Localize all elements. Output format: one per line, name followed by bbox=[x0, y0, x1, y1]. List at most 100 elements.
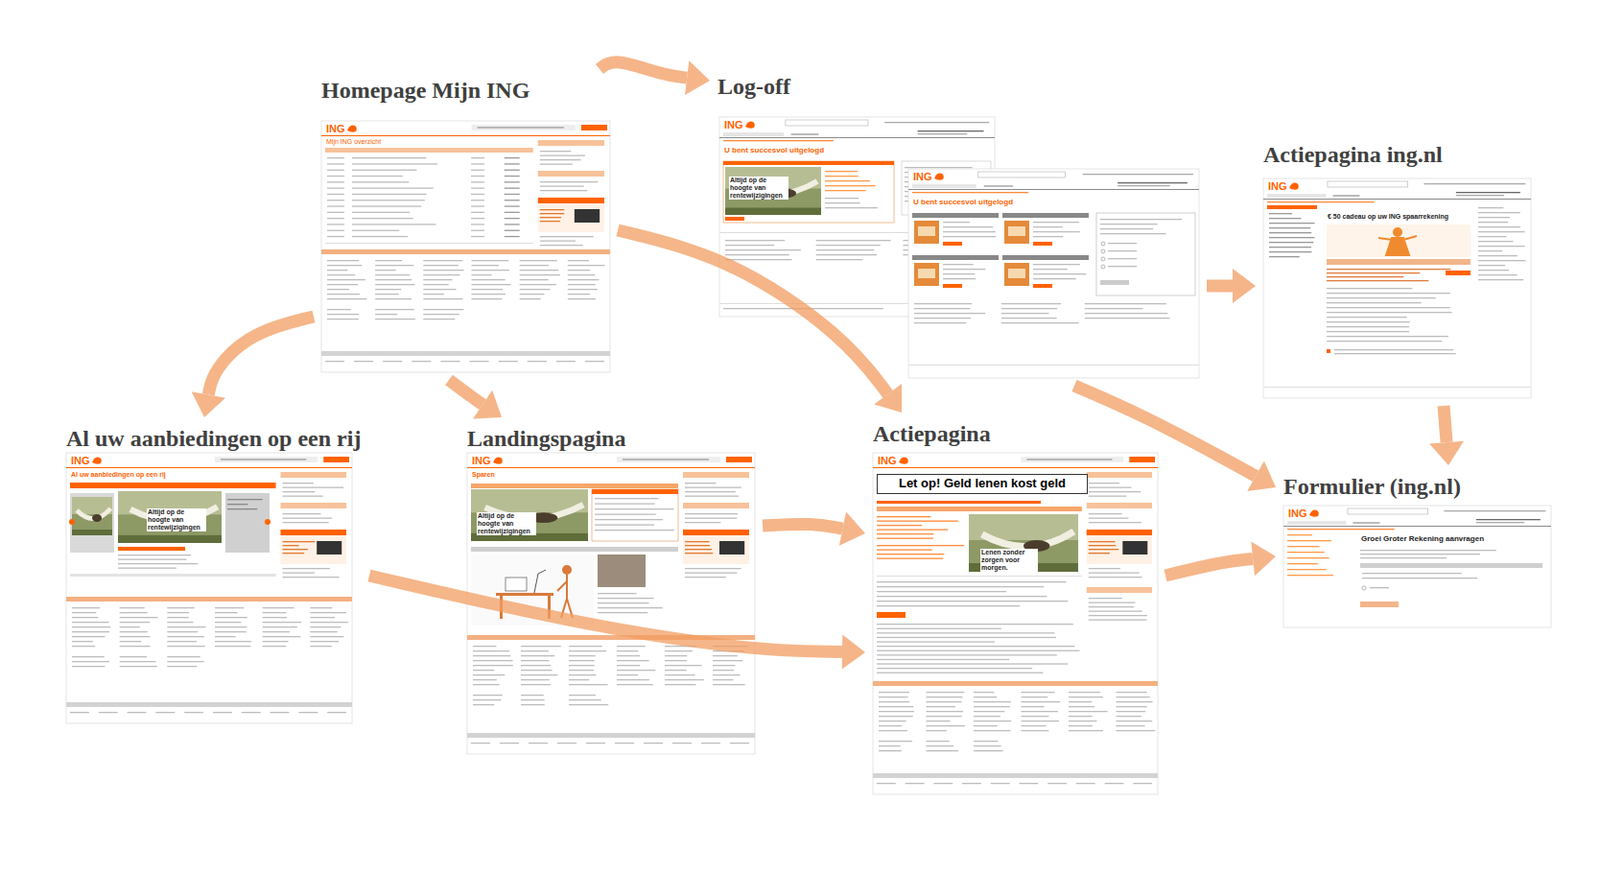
arrow-head bbox=[842, 635, 866, 670]
page-title: Log-off bbox=[717, 72, 791, 100]
page-title: Actiepagina ing.nl bbox=[1263, 141, 1443, 168]
text-slot: ING bbox=[1287, 507, 1309, 520]
page-thumbnail: Log-offINGU bent succesvol uitgelogdAlti… bbox=[709, 65, 1207, 386]
arrow-group bbox=[1429, 405, 1464, 466]
page-title: Formulier (ing.nl) bbox=[1283, 472, 1461, 500]
screenshot-mockup bbox=[467, 452, 755, 754]
text-slot: Landingspagina bbox=[467, 424, 626, 452]
screenshot-text: U bent succesvol uitgelogd bbox=[912, 197, 1014, 207]
arrow-group bbox=[762, 512, 866, 546]
page-thumbnail: Actiepagina ing.nlING € 50 cadeau op uw I… bbox=[1255, 133, 1539, 406]
text-slot: Homepage Mijn ING bbox=[321, 76, 530, 104]
arrow-head bbox=[1232, 268, 1256, 304]
arrow-head bbox=[839, 512, 866, 546]
arrow-head bbox=[1429, 441, 1464, 466]
text-slot: ING bbox=[912, 170, 934, 184]
screenshot-text: ING bbox=[1267, 180, 1289, 193]
screenshot-text: Mijn ING overzicht bbox=[325, 138, 382, 146]
page-title: Al uw aanbiedingen op een rij bbox=[66, 424, 361, 452]
screenshot-mockup bbox=[872, 452, 1158, 795]
arrow-head bbox=[191, 391, 226, 418]
flow-arrow bbox=[1443, 405, 1447, 443]
flow-arrow bbox=[762, 523, 843, 529]
flow-arrow bbox=[1165, 558, 1253, 576]
arrow-head bbox=[684, 60, 710, 95]
text-slot: Actiepagina bbox=[872, 420, 991, 448]
screenshot-text: € 50 cadeau op uw ING spaarrekening bbox=[1326, 212, 1450, 221]
page-screenshot bbox=[1255, 133, 1539, 406]
page-title: Actiepagina bbox=[872, 420, 991, 448]
page-title: Homepage Mijn ING bbox=[321, 76, 530, 104]
page-screenshot bbox=[459, 417, 763, 762]
page-thumbnail: Homepage Mijn ING ING Mijn ING overzicht bbox=[313, 69, 618, 380]
arrow-head bbox=[1247, 461, 1276, 492]
screenshot-text: Groei Groter Rekening aanvragen bbox=[1360, 534, 1485, 543]
text-slot: Mijn ING overzicht bbox=[325, 138, 382, 146]
screenshot-text: Sparen bbox=[470, 470, 496, 479]
arrow-group bbox=[1206, 268, 1256, 304]
screenshot-text: U bent succesvol uitgelogd bbox=[723, 145, 825, 155]
screenshot-text: ING bbox=[325, 122, 347, 136]
text-slot: Let op! Geld lenen kost geld bbox=[876, 473, 1088, 495]
text-slot: Lenen zonder zorgen voor morgen. bbox=[980, 548, 1038, 572]
page-screenshot bbox=[313, 69, 618, 380]
text-slot: € 50 cadeau op uw ING spaarrekening bbox=[1326, 212, 1450, 221]
text-slot: Sparen bbox=[470, 470, 496, 479]
screenshot-text: ING bbox=[876, 454, 898, 468]
flow-arrow bbox=[448, 379, 483, 405]
screenshot-mockup bbox=[908, 168, 1200, 378]
text-slot: ING bbox=[325, 122, 347, 136]
arrow-head bbox=[472, 390, 502, 420]
text-slot: ING bbox=[70, 454, 92, 468]
page-thumbnail: LandingspaginaING SparenAltijd op de hoog… bbox=[459, 417, 763, 762]
text-slot: ING bbox=[470, 454, 493, 468]
arrow-group bbox=[191, 316, 314, 418]
text-slot: ING bbox=[1267, 180, 1289, 193]
page-screenshot bbox=[58, 417, 370, 731]
text-slot: ING bbox=[723, 118, 745, 132]
text-slot: Altijd op de hoogte van rentewijzigingen bbox=[146, 508, 207, 532]
page-title: Landingspagina bbox=[467, 424, 626, 452]
text-slot: Altijd op de hoogte van rentewijzigingen bbox=[729, 176, 789, 200]
arrow-group bbox=[1165, 541, 1276, 577]
page-screenshot bbox=[865, 412, 1166, 802]
text-slot: U bent succesvol uitgelogd bbox=[912, 197, 1014, 207]
text-slot: Altijd op de hoogte van rentewijzigingen bbox=[476, 512, 537, 536]
screenshot-text: Altijd op de hoogte van rentewijzigingen bbox=[729, 176, 789, 200]
screenshot-text: ING bbox=[1287, 507, 1309, 520]
text-slot: Log-off bbox=[717, 72, 791, 100]
text-slot: Al uw aanbiedingen op een rij bbox=[66, 424, 361, 452]
screenshot-text: Altijd op de hoogte van rentewijzigingen bbox=[146, 508, 207, 532]
text-slot: U bent succesvol uitgelogd bbox=[723, 145, 825, 155]
page-screenshot bbox=[709, 65, 1207, 386]
screenshot-text: Let op! Geld lenen kost geld bbox=[876, 473, 1088, 495]
screenshot-text: ING bbox=[723, 118, 745, 132]
arrow-head bbox=[1250, 541, 1276, 577]
screenshot-text: Lenen zonder zorgen voor morgen. bbox=[980, 548, 1038, 572]
page-thumbnail: Al uw aanbiedingen op een rijINGAl uw aa… bbox=[58, 417, 370, 731]
text-slot: Groei Groter Rekening aanvragen bbox=[1360, 534, 1485, 543]
screenshot-text: ING bbox=[912, 170, 934, 184]
arrow-head bbox=[873, 383, 902, 413]
screenshot-text: ING bbox=[470, 454, 493, 468]
screenshot-mockup bbox=[1263, 178, 1531, 399]
screenshot-text: Al uw aanbiedingen op een rij bbox=[70, 470, 167, 479]
text-slot: Al uw aanbiedingen op een rij bbox=[70, 470, 167, 479]
text-slot: Formulier (ing.nl) bbox=[1283, 472, 1461, 500]
flow-arrow bbox=[599, 62, 687, 78]
page-thumbnail: Formulier (ing.nl) ING Groei Groter Rekeni… bbox=[1275, 465, 1559, 636]
screenshot-mockup bbox=[66, 452, 353, 724]
flow-arrow bbox=[208, 316, 314, 395]
text-slot: ING bbox=[876, 454, 898, 468]
screenshot-text: ING bbox=[70, 454, 92, 468]
arrow-group bbox=[448, 379, 502, 419]
text-slot: Actiepagina ing.nl bbox=[1263, 141, 1443, 168]
arrow-group bbox=[1074, 385, 1276, 492]
page-thumbnail: ActiepaginaING Let op! Geld lenen kost ge… bbox=[865, 412, 1166, 802]
flow-arrow bbox=[1206, 280, 1233, 293]
screenshot-text: Altijd op de hoogte van rentewijzigingen bbox=[476, 512, 537, 536]
screenshot-mockup bbox=[321, 120, 611, 373]
arrow-group bbox=[599, 60, 710, 95]
screenshot-mockup bbox=[1283, 505, 1552, 628]
